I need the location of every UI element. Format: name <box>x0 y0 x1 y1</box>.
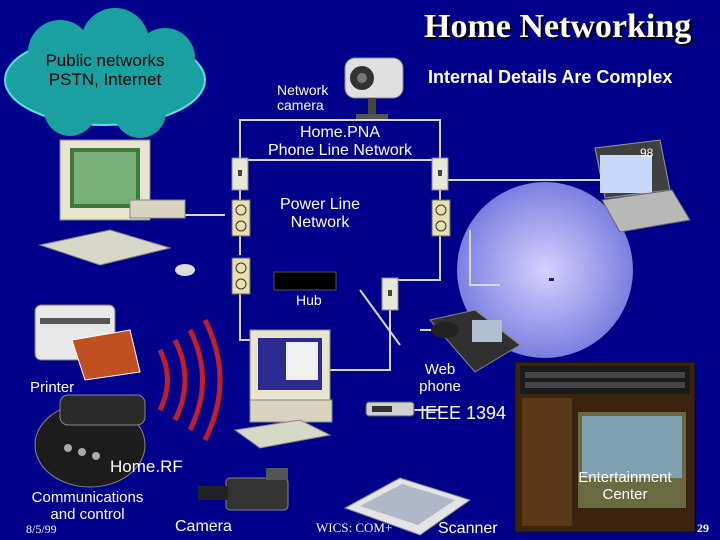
hub-icon <box>273 271 337 291</box>
rf-waves-icon <box>157 318 223 442</box>
scanner-label: Scanner <box>438 520 498 537</box>
printer-label: Printer <box>30 379 75 396</box>
power-outlet-left-icon <box>231 199 251 237</box>
ieee1394-label: IEEE 1394 <box>420 403 507 423</box>
rf-base-station-icon <box>549 278 554 281</box>
cloud-label-line1: Public networks <box>45 51 165 70</box>
cloud-label-line2: PSTN, Internet <box>48 69 162 89</box>
powerline-label: Power Line Network <box>268 196 372 231</box>
homepna-label-line1: Home.PNA <box>299 124 381 141</box>
entertainment-center-icon <box>514 361 696 533</box>
public-networks-cloud <box>4 8 206 138</box>
network-camera-label-line1: Network <box>277 82 329 98</box>
network-camera-icon <box>344 57 404 119</box>
phone-jack-left-icon <box>231 157 249 191</box>
cloud-label: Public networks PSTN, Internet <box>25 51 185 89</box>
homerf-label: Home.RF <box>110 457 183 476</box>
homepna-label: Home.PNA Phone Line Network <box>250 124 430 159</box>
footer-center: WICS: COM+ <box>316 520 393 535</box>
desktop-pc-icon <box>38 139 195 276</box>
video-camera-icon <box>198 468 289 511</box>
ieee1394-connector-icon <box>365 401 415 417</box>
laptop-icon <box>594 139 691 233</box>
power-outlet-right-icon <box>431 199 451 237</box>
slide-title: Home Networking <box>424 8 692 45</box>
web-phone-label-line2: phone <box>419 377 461 395</box>
comms-label-line1: Communications <box>31 489 144 506</box>
camera-label: Camera <box>175 518 232 535</box>
printer-icon <box>34 304 141 381</box>
network-camera-label-line2: camera <box>277 97 324 114</box>
web-phone-label: Web phone <box>405 361 475 395</box>
entertainment-center-label-line2: Center <box>602 485 648 503</box>
homepna-label-line2: Phone Line Network <box>267 141 413 159</box>
scanner-icon <box>343 477 472 536</box>
hub-label: Hub <box>296 292 322 308</box>
web-phone-label-line1: Web <box>424 361 456 378</box>
rf-coverage-zone <box>457 182 633 358</box>
footer-date: 8/5/99 <box>26 522 57 536</box>
entertainment-center-label-line1: Entertainment <box>578 469 672 486</box>
page-number: 29 <box>697 521 709 535</box>
network-wiring <box>130 119 600 411</box>
network-camera-label: Network camera <box>277 82 329 114</box>
slide-subtitle: Internal Details Are Complex <box>428 67 673 87</box>
comms-label-line2: and control <box>50 505 125 523</box>
powerline-label-line1: Power Line <box>279 196 361 213</box>
entertainment-center-label: Entertainment Center <box>565 469 685 503</box>
remote-control-icon <box>34 394 146 488</box>
power-outlet-lower-icon <box>231 257 251 295</box>
powerline-label-line2: Network <box>290 213 350 231</box>
center-desktop-pc-icon <box>233 329 333 449</box>
laptop-badge: 98 <box>640 146 654 160</box>
web-phone-icon <box>429 309 521 373</box>
phone-jack-right-icon <box>431 157 449 191</box>
comms-label: Communications and control <box>20 489 155 523</box>
phone-jack-hub-icon <box>381 277 399 311</box>
